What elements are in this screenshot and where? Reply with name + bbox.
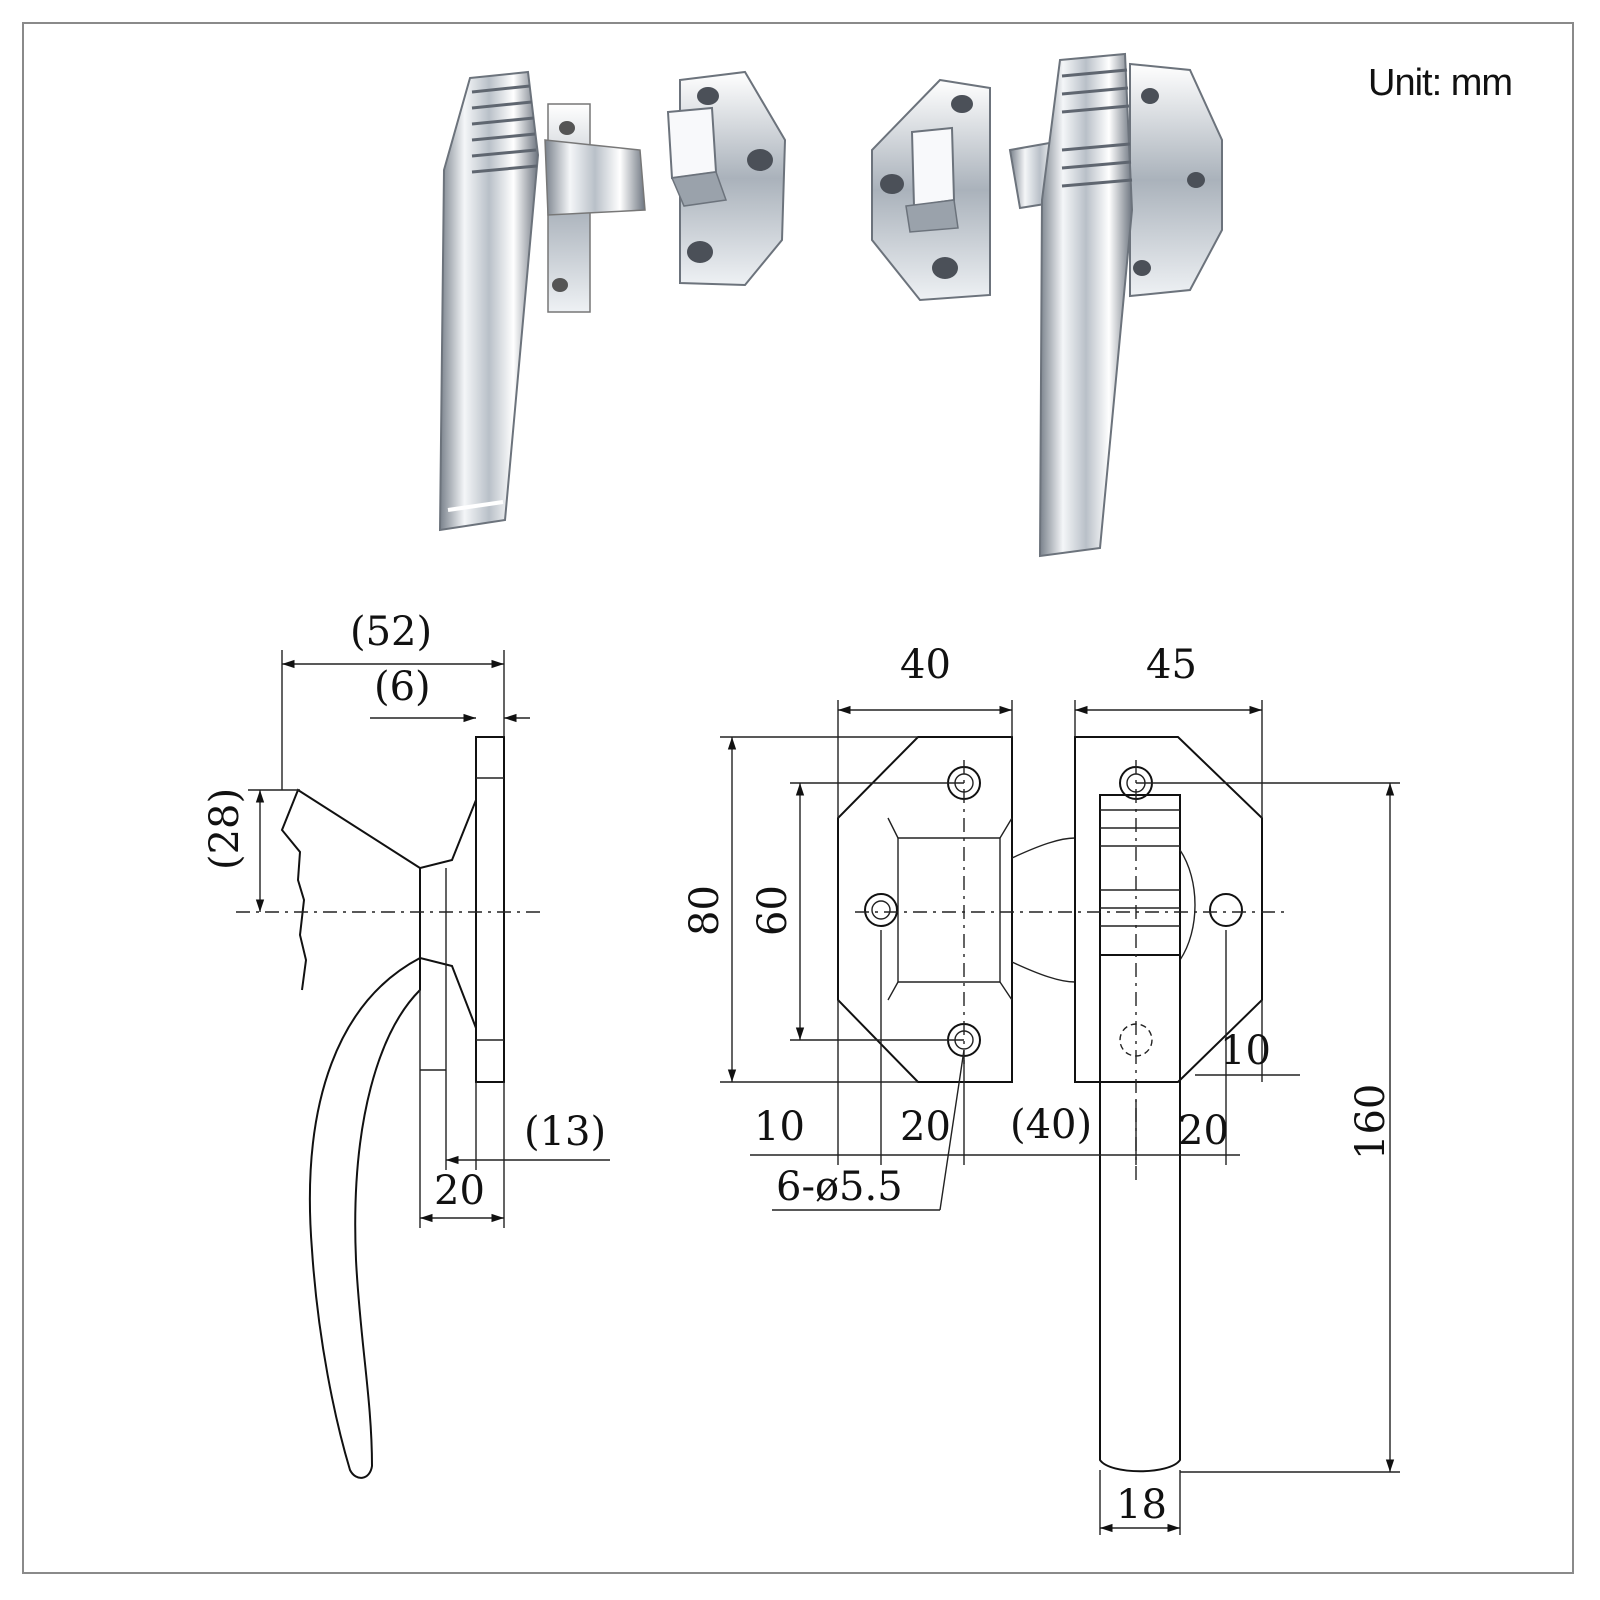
dim-keeper-width: 40	[900, 642, 951, 688]
product-photo-right-handle	[1008, 52, 1223, 558]
dim-overall-width: (52)	[350, 609, 432, 655]
product-photo-left-handle	[438, 70, 646, 532]
dim-left-20: 20	[900, 1104, 951, 1150]
product-photo-left-keeper	[666, 70, 787, 287]
product-photo-right-keeper	[871, 78, 991, 302]
dim-handle-width: 45	[1146, 642, 1197, 688]
unit-label: Unit: mm	[1368, 62, 1513, 104]
dim-gap: (40)	[1010, 1102, 1092, 1148]
front-view-dimension-lines	[720, 700, 1400, 1535]
dim-offset-13: (13)	[524, 1109, 606, 1155]
front-view-handle	[1074, 736, 1263, 1473]
hole-callout: 6-ø5.5	[776, 1164, 903, 1210]
dim-left-10: 10	[754, 1104, 805, 1150]
dim-length: 160	[1348, 1084, 1394, 1160]
dim-hole-spacing: 60	[750, 885, 796, 936]
dim-right-20: 20	[1178, 1108, 1229, 1154]
dim-right-10: 10	[1220, 1028, 1271, 1074]
dim-grip-width: 18	[1116, 1482, 1167, 1528]
side-view-drawing	[236, 650, 610, 1479]
dim-plate-thickness: (6)	[374, 664, 431, 710]
dim-head-offset: (28)	[202, 788, 248, 870]
front-view-keeper	[837, 736, 1076, 1083]
dim-outer-height: 80	[682, 885, 728, 936]
dim-base-width: 20	[434, 1168, 485, 1214]
